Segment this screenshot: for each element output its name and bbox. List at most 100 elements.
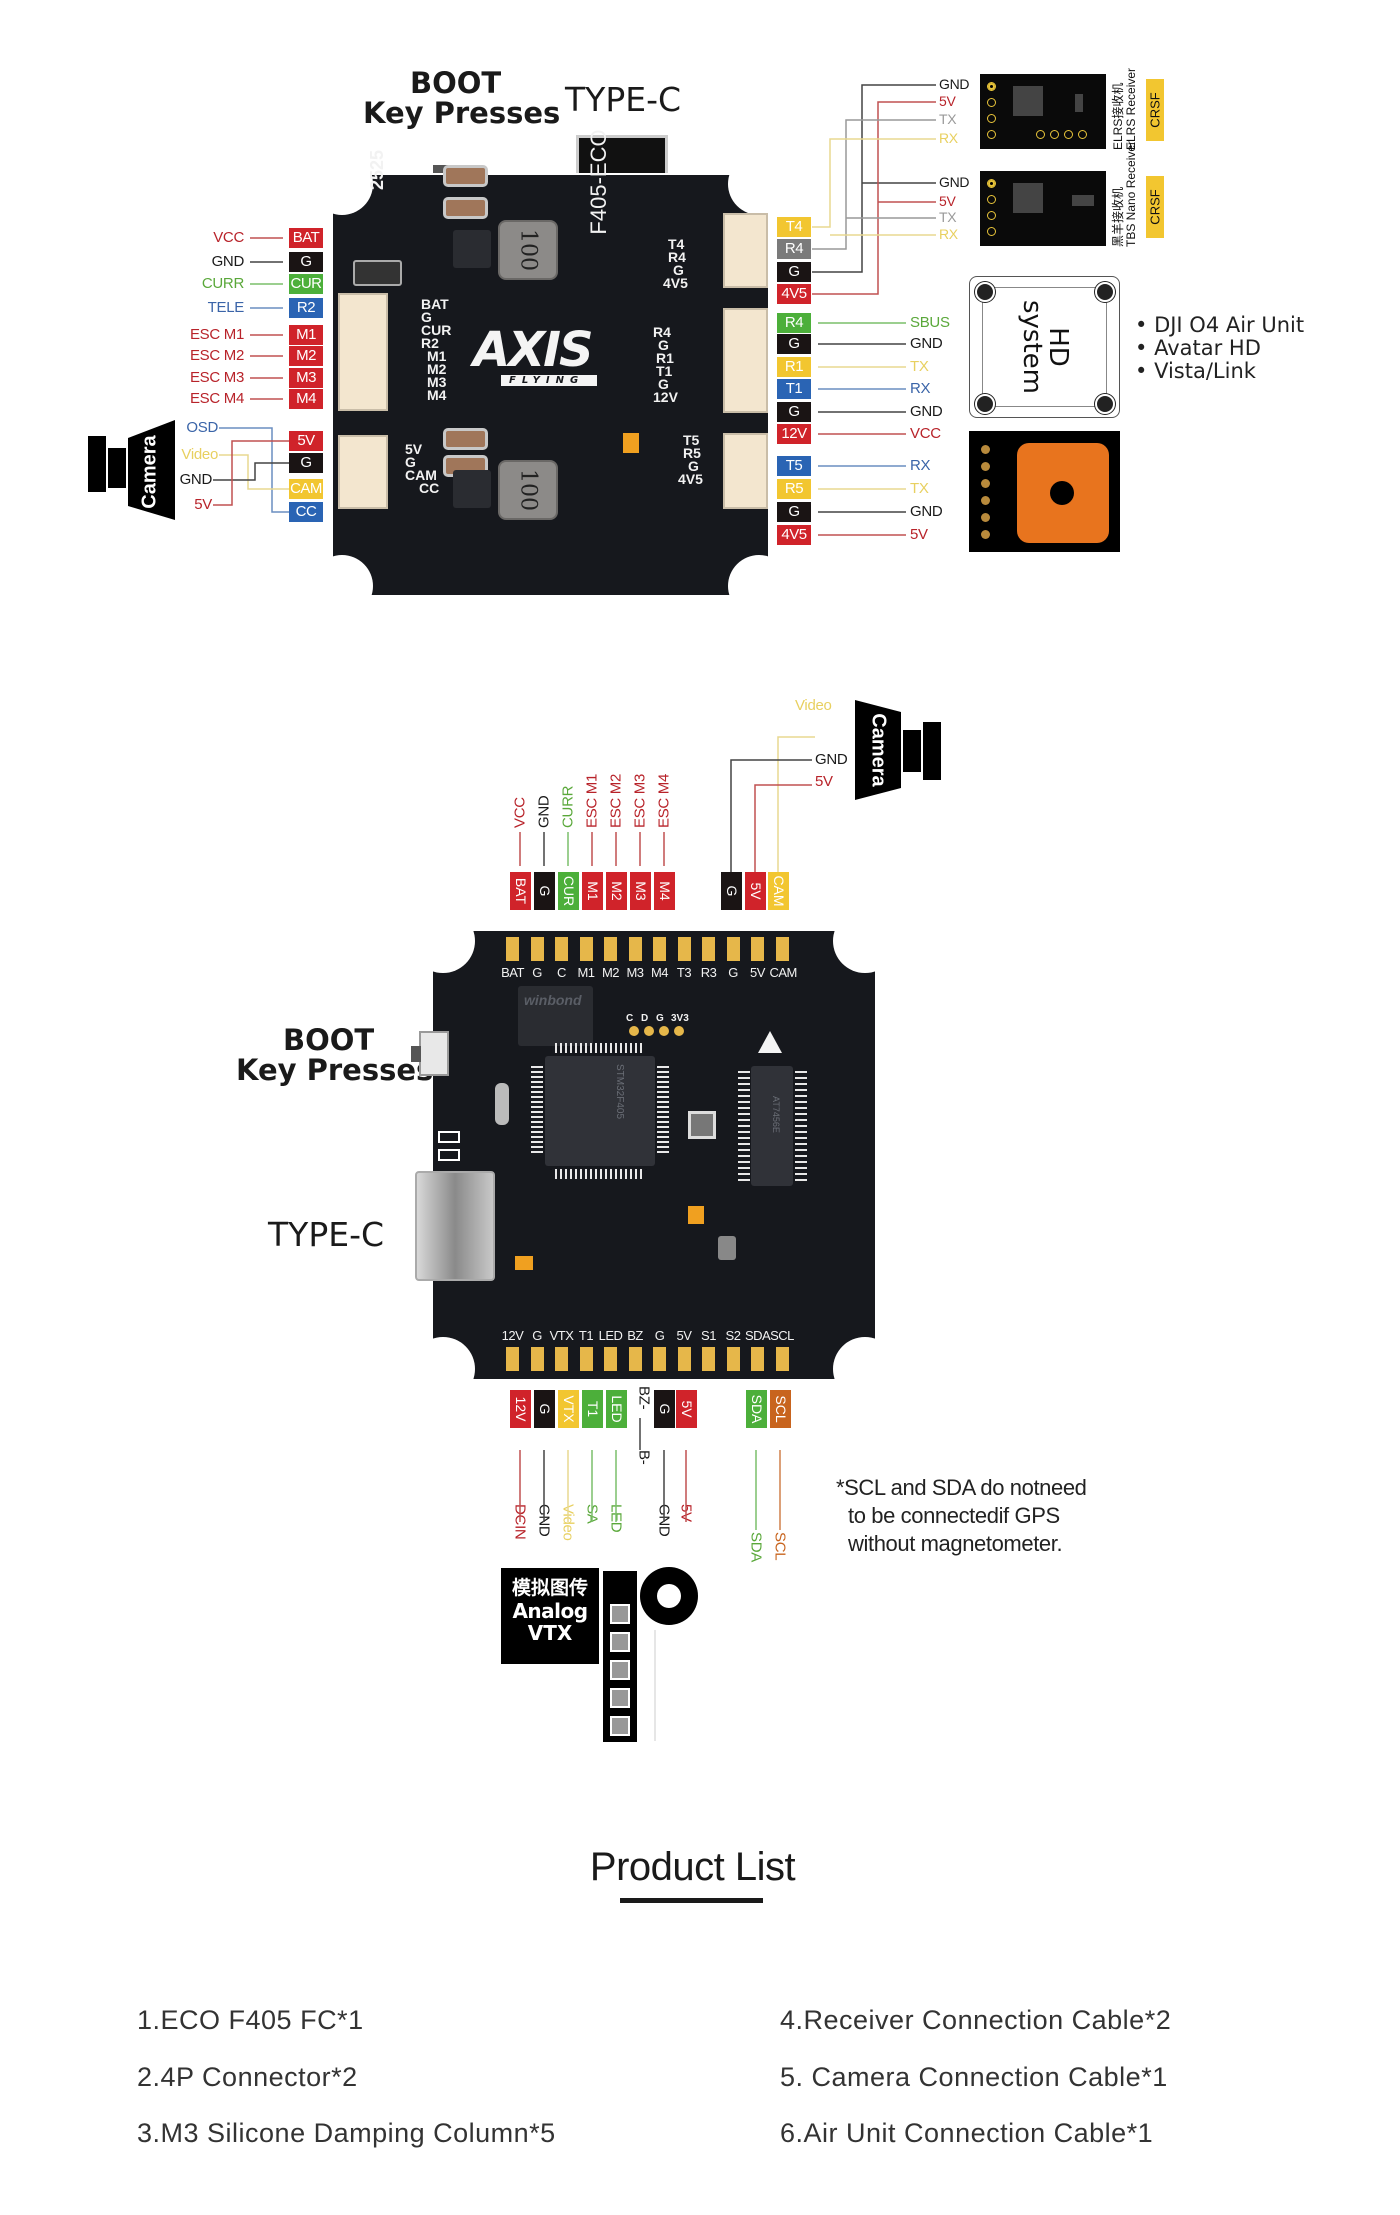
hd-compatible-text: Vista/Link [1154,359,1256,383]
receiver-module [980,171,1106,246]
solder-pad [775,1347,789,1371]
silk-code: 2525 [367,149,387,190]
pin-label: ESC M1 [583,773,601,828]
pin-tag: G [777,262,811,282]
pin-label: DCIN [511,1504,529,1540]
pad-label: T3 [676,965,692,980]
pin-tag: CC [289,502,323,522]
pad-label: CAM [769,965,798,980]
receiver-pin-label: TX [939,111,957,127]
wire [777,736,815,872]
pin-tag-text: G [656,1403,673,1415]
silk-cam-5v: 5V [405,441,423,457]
silk-cam-cam: CAM [405,467,437,483]
pad-label: 5V [750,965,765,980]
silk-r2-g2: G [658,376,669,392]
pin-tag: R1 [777,357,811,377]
solder-pad [751,937,764,961]
pin-label: 5V [677,1504,695,1522]
gps-pin [981,445,990,454]
silk-m3: M3 [427,374,447,390]
solder-pad [604,937,617,961]
pin-tag: M1 [582,872,603,910]
boot-subtitle-bottom: Key Presses [236,1053,434,1087]
pin-tag: SCL [770,1390,791,1428]
fc-board-top: 100 100 2525 F405-ECO BAT G CUR R2 M1 M2… [311,129,790,617]
pin-tag-text: SCL [772,1395,789,1423]
product-list-underline [620,1898,763,1903]
pin-tag: CUR [558,872,579,910]
diode [353,260,402,286]
receiver-pin-label: 5V [939,193,956,209]
pin-tag-text: 5V [747,882,764,900]
pin-tag: M3 [289,368,323,388]
pin-tag-text: VTX [560,1395,577,1423]
i2c-note-line: *SCL and SDA do notneed [836,1475,1087,1500]
solder-pad [555,1347,568,1371]
hd-compatible-text: Avatar HD [1154,336,1261,360]
receiver-pin-label: RX [939,226,958,242]
pin-tag: 5V [676,1390,697,1428]
gps-module [969,431,1120,552]
boot-button-bottom [419,1031,449,1076]
wire [812,119,936,250]
pin-label: GND [910,403,943,420]
pin-tag-text: CUR [560,875,577,907]
receiver-pin [987,130,996,139]
pin-label: TX [910,358,929,375]
wire [219,454,289,490]
protocol-text: CRSF [1147,189,1163,225]
pin-tag: G [289,453,323,473]
camera-label-left: Camera [138,435,161,509]
vtx-pin [610,1604,630,1624]
direction-arrow-icon [758,1031,782,1053]
buzzer-label: B- [635,1450,653,1465]
mount-hole [833,1337,897,1401]
receiver-name-en: ELRS Receiver [1124,67,1138,150]
capacitor [443,197,488,219]
camera-wire-label: GND [815,751,848,768]
vtx-label-en1: Analog [512,1599,588,1623]
receiver-antenna-pad [1075,94,1083,112]
silk-r1-r4: R4 [668,249,686,265]
vtx-pin-strip [603,1571,637,1742]
pin-tag: R2 [289,298,323,318]
receiver-pin [987,211,996,220]
hd-mount-hole [1095,282,1115,302]
pin-tag: 5V [289,431,323,451]
capacitor [443,165,488,187]
tantalum-cap [688,1206,704,1224]
pad-label: T1 [578,1328,594,1343]
vtx-pin [610,1688,630,1708]
flash-chip: winbond [518,986,593,1046]
hd-mount-hole [975,394,995,414]
camera-icon-right: Camera [855,700,945,800]
product-item: 6.Air Unit Connection Cable*1 [780,2118,1154,2148]
vtx-antenna-hole [657,1584,681,1608]
hd-system-label-line1: HD [1043,327,1073,367]
pin-tag: SDA [746,1390,767,1428]
solder-pad [579,1347,593,1371]
pad-label: M3 [626,965,644,980]
receiver-pin [1064,130,1073,139]
protocol-text: CRSF [1147,92,1163,128]
gps-connector [723,433,768,509]
gps-pin [981,513,990,522]
pad-label: BZ [627,1328,643,1343]
pin-tag-text: BAT [512,877,529,905]
mount-hole [311,555,373,617]
mount-hole [728,153,790,215]
solder-pad [726,937,740,961]
tantalum-cap [623,433,639,453]
debug-pad [629,1026,639,1036]
receiver-connector [723,213,768,288]
vtx-pin [610,1716,630,1736]
silk-bat: BAT [421,296,449,312]
hd-mount-hole [975,282,995,302]
boot-button-actuator [411,1046,421,1062]
receiver-pin [987,179,996,188]
debug-pad-label: D [641,1013,649,1024]
pin-tag: T5 [777,456,811,476]
receiver-pin [987,227,996,236]
